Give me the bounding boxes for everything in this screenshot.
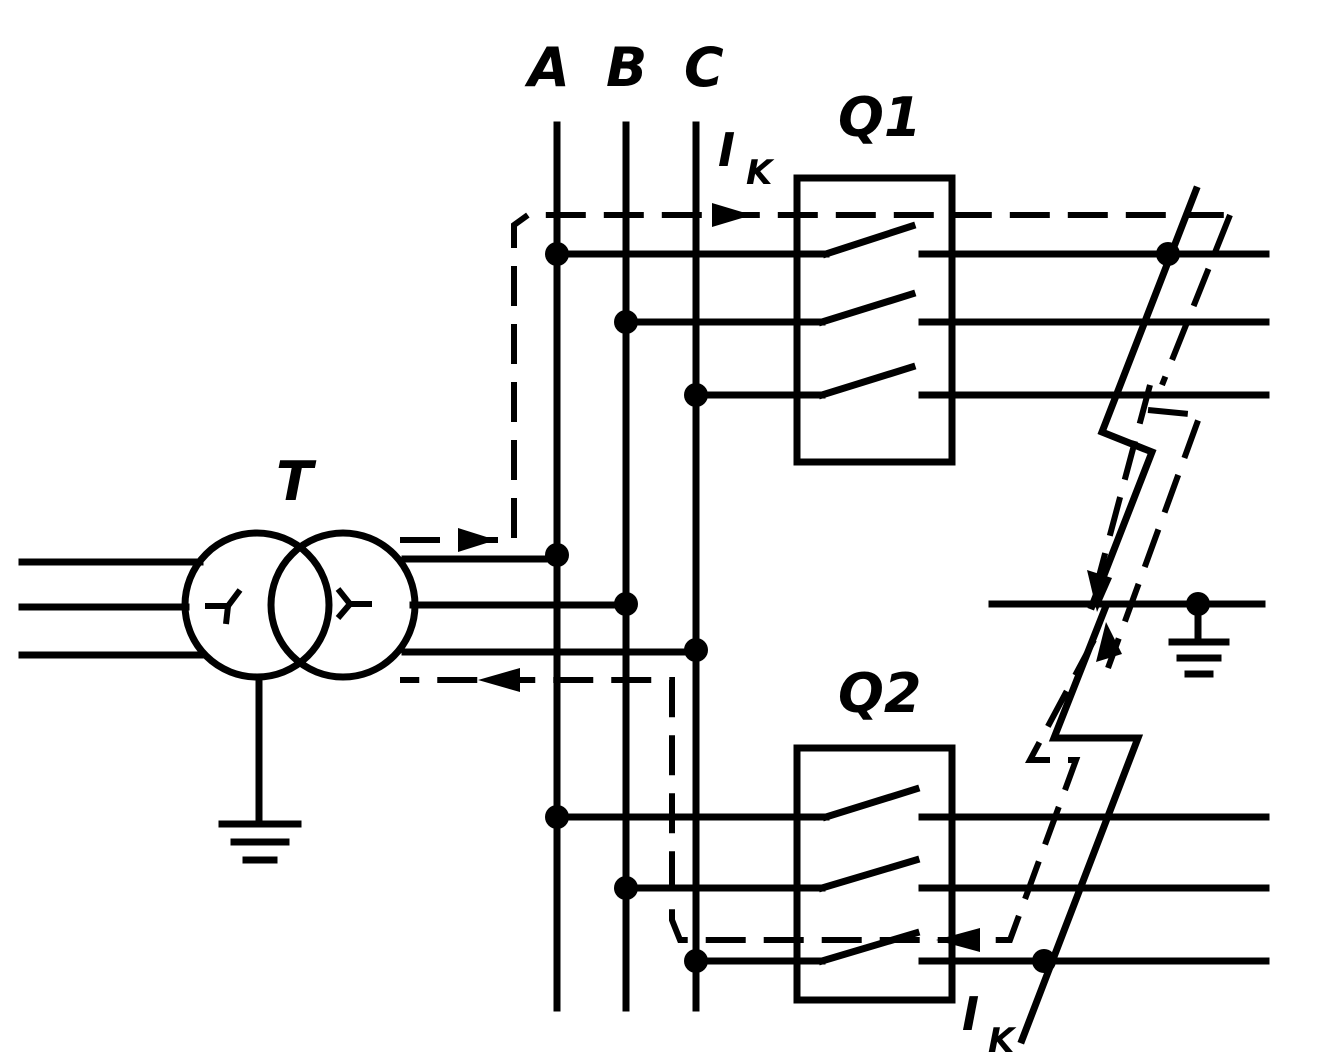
junction-dots	[545, 242, 1180, 973]
breaker-q1	[793, 174, 1270, 466]
label-transformer: T	[276, 450, 317, 513]
transformer	[181, 529, 419, 864]
label-bus-a: A	[524, 36, 570, 99]
q2-feeder-lines-left	[553, 813, 830, 965]
label-fault-current-lower: I	[962, 987, 979, 1041]
current-arrows	[458, 203, 1122, 952]
star-symbol-secondary	[335, 587, 372, 620]
input-lines	[18, 558, 204, 659]
label-bus-b: B	[606, 36, 647, 99]
label-bus-c: C	[684, 36, 724, 99]
label-fault-current-main-sub: K	[746, 153, 775, 193]
label-fault-current-lower-sub: K	[988, 1021, 1017, 1061]
ground-symbol-transformer	[218, 820, 302, 864]
q1-feeder-lines-left	[553, 250, 830, 399]
label-fault-current-main: I	[718, 123, 735, 177]
star-symbol-primary	[205, 588, 243, 625]
label-breaker-q2: Q2	[838, 662, 921, 725]
ground-bus-right	[988, 592, 1266, 678]
fault-zigzag-upper	[1087, 185, 1201, 611]
label-breaker-q1: Q1	[838, 86, 921, 149]
breaker-q2	[793, 744, 1270, 1004]
transformer-output-lines	[401, 555, 700, 656]
